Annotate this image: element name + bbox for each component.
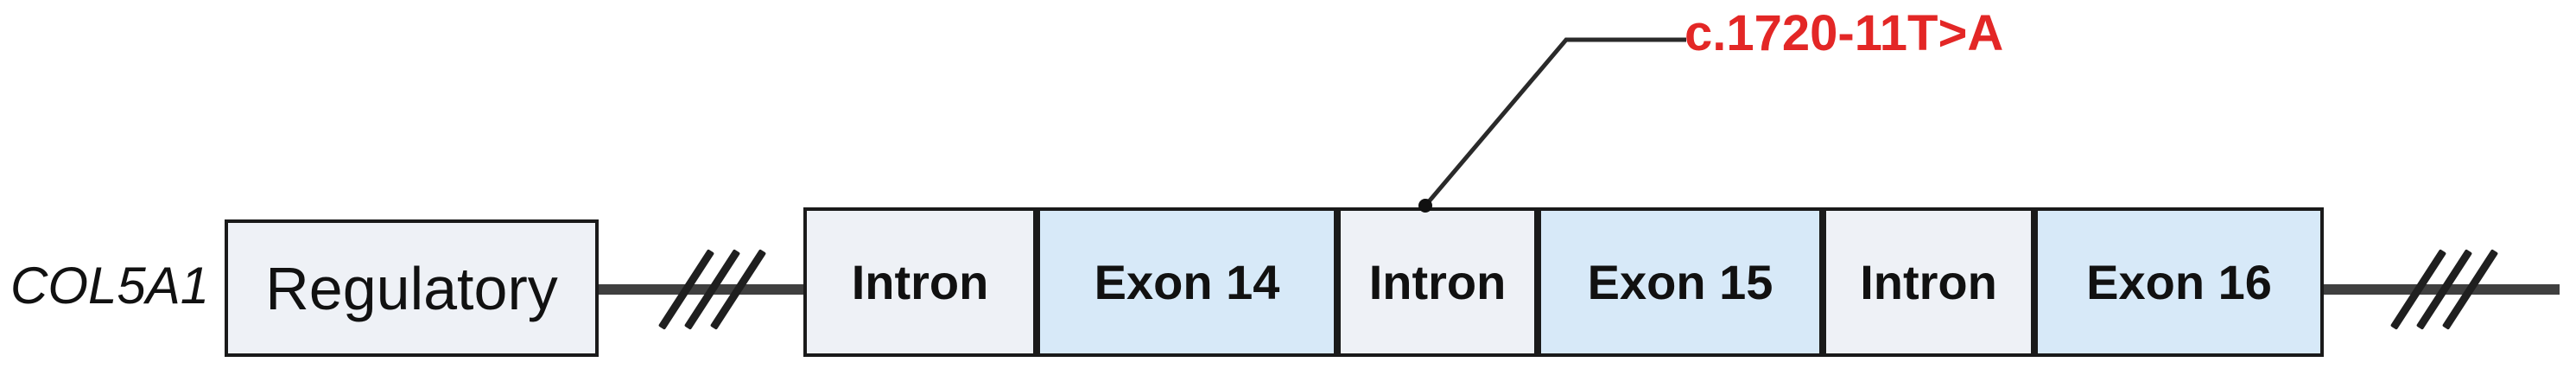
mutation-leader-line — [1424, 37, 1686, 207]
gene-name-label: COL5A1 — [10, 257, 210, 315]
gene-wire-left — [596, 284, 809, 295]
mutation-label: c.1720-11T>A — [1685, 5, 2004, 61]
intron-box-3: Intron — [1823, 207, 2034, 357]
regulatory-box: Regulatory — [225, 219, 599, 357]
intron-box-2: Intron — [1337, 207, 1538, 357]
intron-box-1: Intron — [803, 207, 1037, 357]
exon-16-box: Exon 16 — [2034, 207, 2324, 357]
exon-14-box: Exon 14 — [1037, 207, 1337, 357]
exon-15-box: Exon 15 — [1538, 207, 1823, 357]
